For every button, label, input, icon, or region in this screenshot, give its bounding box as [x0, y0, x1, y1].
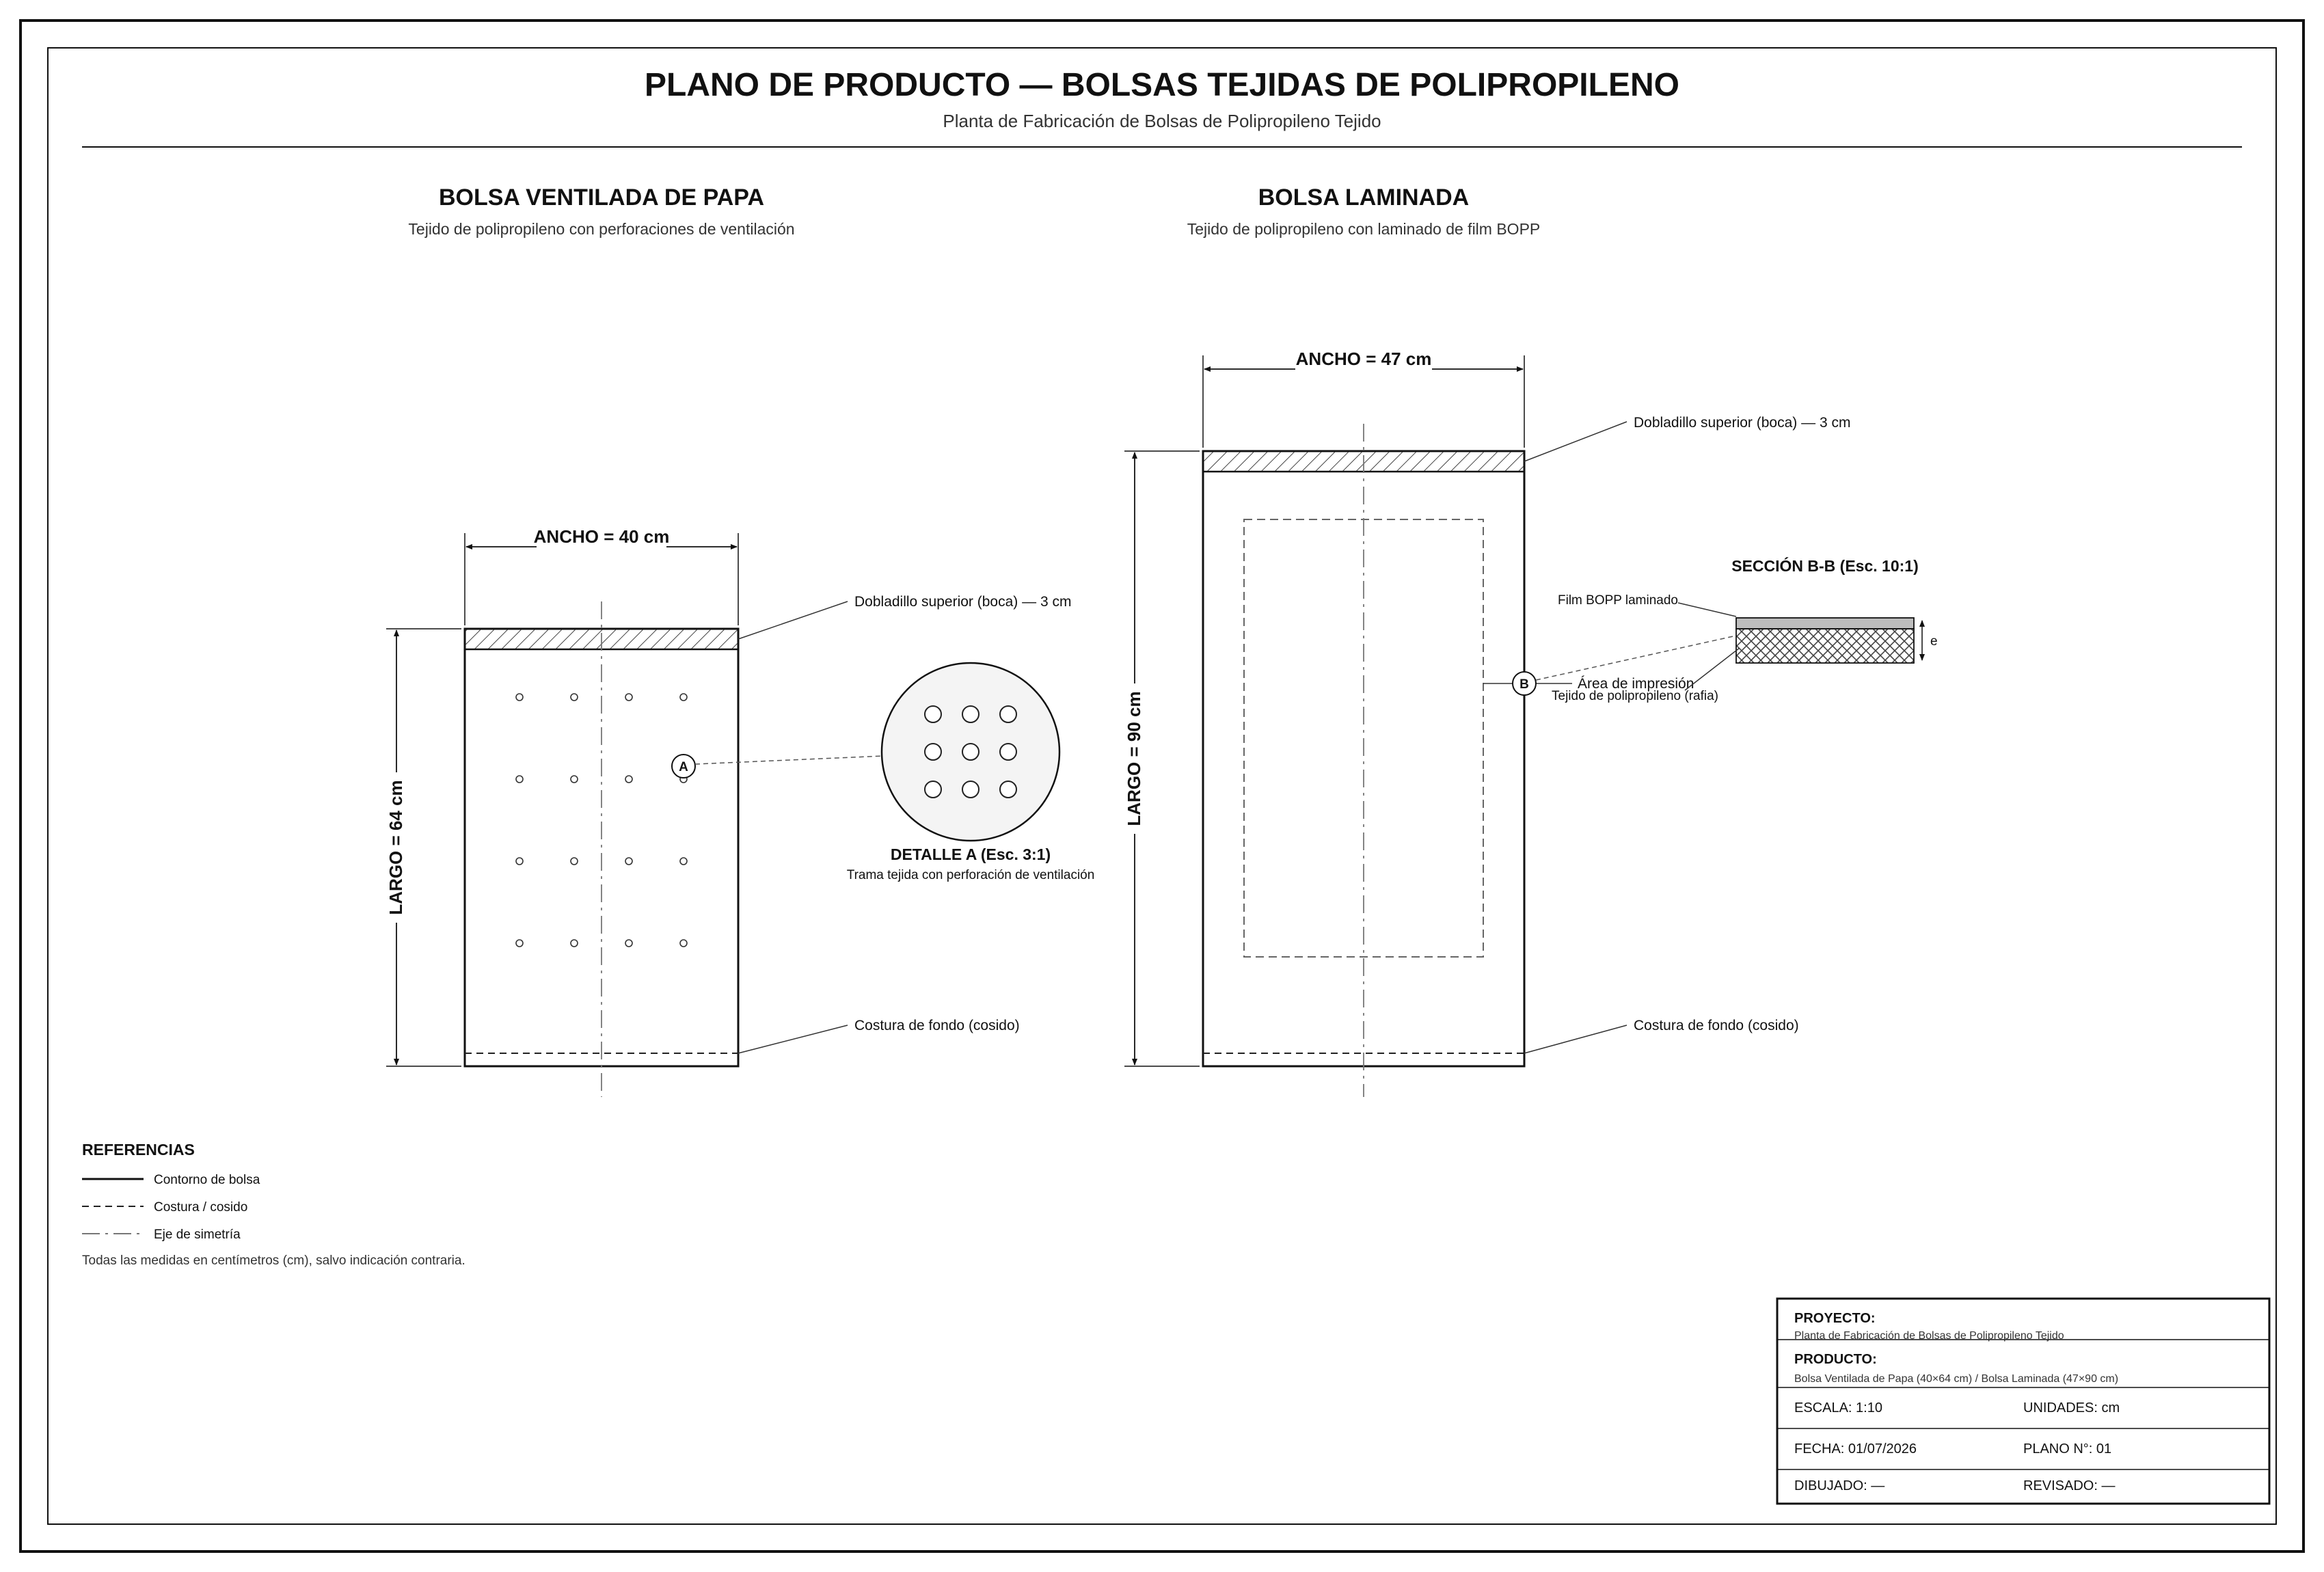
inner-frame	[47, 47, 2277, 1525]
vent-hole	[679, 939, 688, 947]
bag1-hem-leader	[738, 601, 848, 640]
bag1-vent-holes	[515, 693, 688, 947]
bag1-view: BOLSA VENTILADA DE PAPA Tejido de polipr…	[386, 185, 1094, 1097]
bag1-seam-label: Costura de fondo (cosido)	[854, 1018, 1020, 1033]
tb-product-value: Bolsa Ventilada de Papa (40×64 cm) / Bol…	[1794, 1373, 2118, 1385]
detail-hole	[924, 743, 942, 761]
bag1-length-label: LARGO = 64 cm	[386, 780, 406, 914]
tb-product-label: PRODUCTO:	[1794, 1352, 1877, 1367]
legend-item-label: Contorno de bolsa	[154, 1173, 260, 1187]
tb-project-label: PROYECTO:	[1794, 1311, 1876, 1326]
detail-a-marker-letter: A	[679, 760, 688, 774]
vent-hole	[515, 939, 524, 947]
tb-revised-by: REVISADO: —	[2023, 1478, 2115, 1493]
tb-drawn-by: DIBUJADO: —	[1794, 1478, 1884, 1493]
tb-units: UNIDADES: cm	[2023, 1400, 2120, 1415]
detail-a-holes	[924, 705, 1017, 798]
legend-item-label: Eje de simetría	[154, 1228, 241, 1242]
page-title: PLANO DE PRODUCTO — BOLSAS TEJIDAS DE PO…	[645, 67, 1679, 103]
detail-a-marker	[671, 754, 696, 778]
legend-item-label: Costura / cosido	[154, 1200, 247, 1215]
legend: REFERENCIAS Contorno de bolsa Costura / …	[82, 1141, 465, 1268]
legend-title: REFERENCIAS	[82, 1141, 195, 1158]
section-b-marker	[1512, 671, 1537, 696]
detail-a-title: DETALLE A (Esc. 3:1)	[891, 845, 1051, 863]
section-b-film-label: Film BOPP laminado	[1558, 593, 1678, 608]
detail-a-caption: Trama tejida con perforación de ventilac…	[847, 868, 1095, 882]
bag1-width-label: ANCHO = 40 cm	[534, 526, 670, 547]
vent-hole	[515, 693, 524, 701]
section-b-fabric-leader	[1684, 647, 1740, 691]
bag2-seam-leader	[1524, 1025, 1627, 1054]
bag2-width-label: ANCHO = 47 cm	[1296, 349, 1432, 369]
vent-hole	[570, 939, 578, 947]
detail-hole	[962, 705, 979, 723]
vent-hole	[515, 857, 524, 865]
vent-hole	[679, 693, 688, 701]
tb-plan-number: PLANO N°: 01	[2023, 1441, 2111, 1456]
bag2-title: BOLSA LAMINADA	[1258, 185, 1470, 211]
section-b-title: SECCIÓN B-B (Esc. 10:1)	[1731, 556, 1919, 575]
section-b-leader	[1535, 635, 1737, 681]
detail-hole	[999, 705, 1017, 723]
title-block: PROYECTO: Planta de Fabricación de Bolsa…	[1776, 1297, 2271, 1505]
detail-hole	[999, 743, 1017, 761]
tb-date: FECHA: 01/07/2026	[1794, 1441, 1917, 1456]
page-subtitle: Planta de Fabricación de Bolsas de Polip…	[943, 111, 1381, 131]
bag2-view: BOLSA LAMINADA Tejido de polipropileno c…	[1124, 185, 1938, 1097]
section-b-thickness-label: e	[1930, 634, 1938, 649]
bag2-length-label: LARGO = 90 cm	[1124, 691, 1144, 826]
vent-hole	[625, 857, 633, 865]
outer-frame	[19, 19, 2305, 1553]
tb-project-value: Planta de Fabricación de Bolsas de Polip…	[1794, 1330, 2064, 1342]
bag1-subtitle: Tejido de polipropileno con perforacione…	[408, 220, 794, 238]
section-b-film-layer	[1735, 617, 1915, 629]
bag2-seam-label: Costura de fondo (cosido)	[1634, 1018, 1799, 1033]
bag2-print-area-label: Área de impresión	[1578, 676, 1694, 692]
detail-hole	[999, 781, 1017, 798]
vent-hole	[625, 939, 633, 947]
bag2-hem-label: Dobladillo superior (boca) — 3 cm	[1634, 415, 1850, 431]
detail-a-leader	[694, 755, 884, 765]
vent-hole	[625, 693, 633, 701]
detail-hole	[924, 781, 942, 798]
section-b-fabric-label: Tejido de polipropileno (rafia)	[1552, 689, 1718, 703]
bag2-hem-leader	[1524, 421, 1627, 462]
vent-hole	[570, 857, 578, 865]
vent-hole	[570, 693, 578, 701]
vent-hole	[570, 775, 578, 783]
section-b-film-leader	[1677, 602, 1737, 617]
bag1-seam-leader	[738, 1025, 848, 1054]
vent-hole	[625, 775, 633, 783]
section-b-fabric-layer	[1735, 628, 1915, 664]
detail-hole	[962, 781, 979, 798]
detail-hole	[962, 743, 979, 761]
detail-hole	[924, 705, 942, 723]
legend-note: Todas las medidas en centímetros (cm), s…	[82, 1253, 465, 1268]
bag1-title: BOLSA VENTILADA DE PAPA	[439, 185, 764, 211]
tb-scale: ESCALA: 1:10	[1794, 1400, 1882, 1415]
bag2-subtitle: Tejido de polipropileno con laminado de …	[1187, 220, 1541, 238]
section-b-marker-letter: B	[1519, 677, 1529, 692]
bag1-hem-label: Dobladillo superior (boca) — 3 cm	[854, 594, 1071, 610]
vent-hole	[679, 857, 688, 865]
vent-hole	[515, 775, 524, 783]
